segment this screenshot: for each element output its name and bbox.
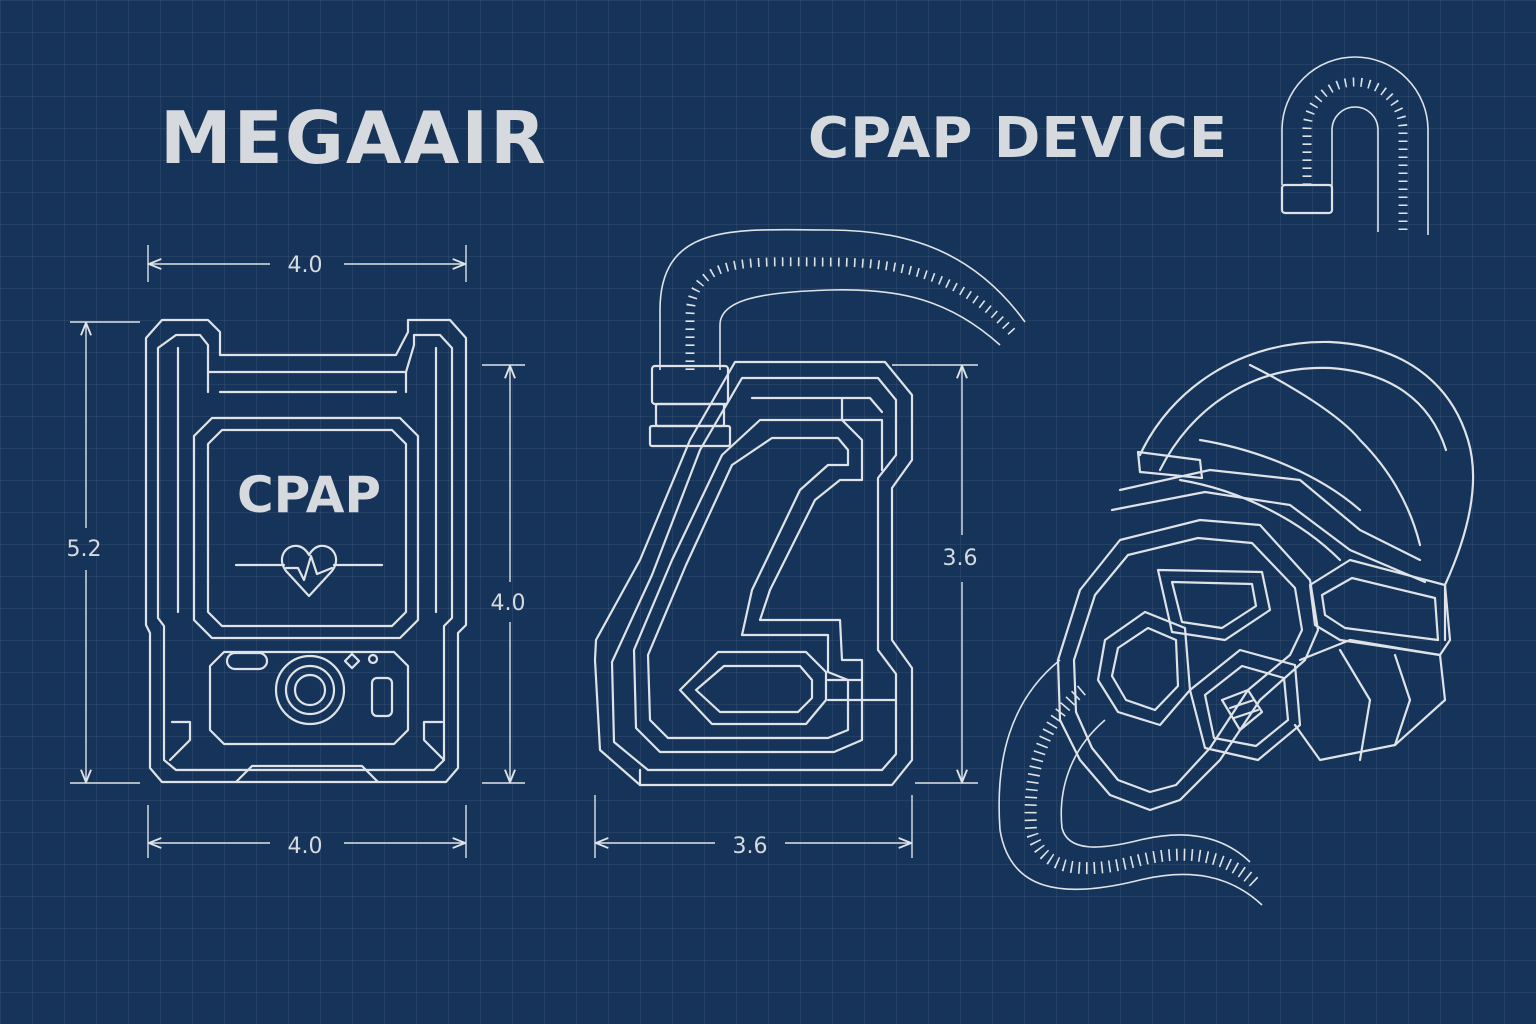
- hose-icon: [1280, 56, 1429, 235]
- power-button-icon: [274, 652, 361, 726]
- dim-side-width: 3.6: [733, 834, 768, 859]
- side-hose: [659, 228, 1026, 370]
- dim-side-height: 3.6: [943, 546, 978, 571]
- dim-front-width-top: 4.0: [288, 253, 323, 278]
- front-view: 4.0 5.2 4.0 4.0 CPAP: [67, 245, 526, 859]
- product-title: CPAP DEVICE: [808, 106, 1228, 171]
- cpap-front-body: CPAP: [144, 318, 468, 784]
- heart-pulse-icon: [234, 544, 384, 598]
- dim-front-height-body: 4.0: [491, 591, 526, 616]
- screen-label: CPAP: [237, 466, 381, 524]
- dim-front-width-bottom: 4.0: [288, 834, 323, 859]
- brand-title: MEGAAIR: [160, 96, 548, 180]
- mask-icon: [998, 340, 1475, 906]
- dim-front-height-overall: 5.2: [67, 537, 102, 562]
- side-view: 3.6 3.6: [593, 228, 1026, 859]
